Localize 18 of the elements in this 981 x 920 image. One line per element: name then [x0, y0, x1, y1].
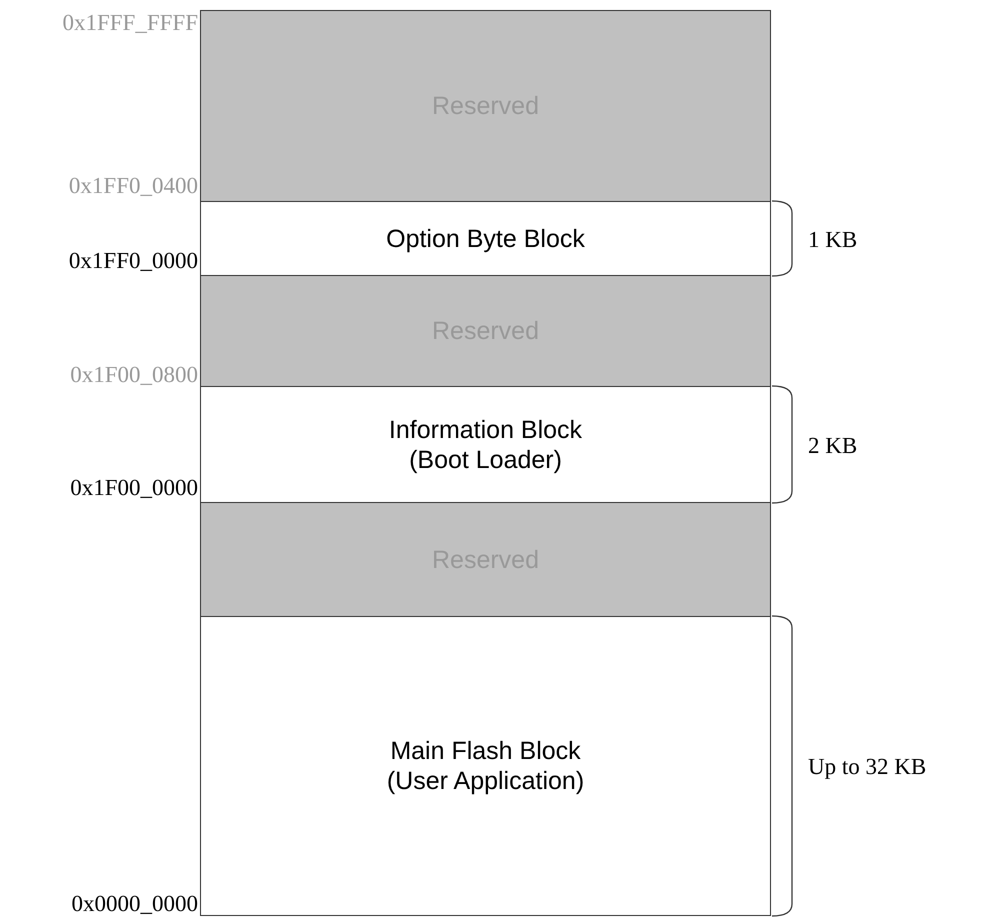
address-label: 0x1FFF_FFFF	[62, 11, 198, 34]
reserved-region	[200, 502, 771, 617]
address-label: 0x1F00_0000	[70, 476, 198, 499]
size-label: 1 KB	[808, 228, 858, 250]
size-label: Up to 32 KB	[808, 755, 926, 778]
memory-region	[200, 616, 771, 916]
address-label: 0x1FF0_0400	[68, 174, 198, 197]
address-label: 0x1FF0_0000	[68, 249, 198, 272]
address-label: 0x1F00_0800	[70, 363, 198, 386]
region-label: Information Block (Boot Loader)	[388, 414, 584, 474]
reserved-region	[200, 275, 771, 387]
size-label: 2 KB	[808, 434, 858, 456]
memory-region	[200, 386, 771, 503]
address-label: 0x0000_0000	[72, 892, 198, 915]
memory-region	[200, 201, 771, 276]
region-label: Option Byte Block	[385, 224, 586, 254]
region-label: Main Flash Block (User Application)	[386, 736, 586, 796]
reserved-region	[200, 10, 771, 202]
